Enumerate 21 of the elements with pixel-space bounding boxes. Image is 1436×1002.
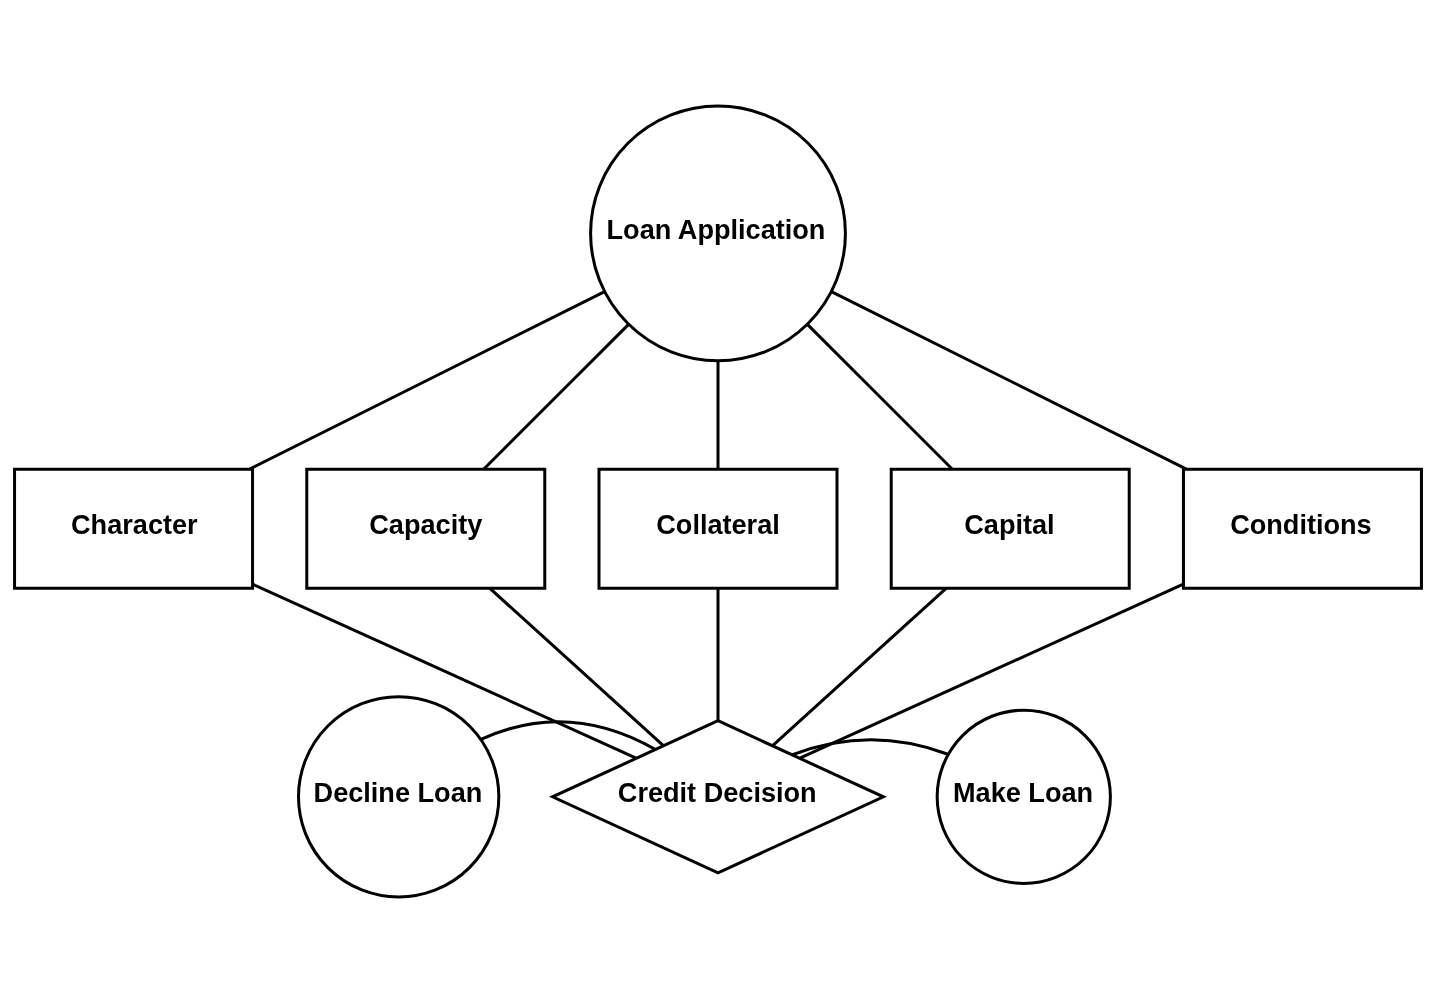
- connector: [716, 360, 720, 469]
- connector: [799, 582, 1184, 759]
- node-box: Collateral: [597, 467, 839, 590]
- node-circle: Loan Application: [589, 103, 847, 362]
- connector: [716, 587, 720, 721]
- node-box: Conditions: [1181, 467, 1423, 590]
- connector: [806, 323, 954, 470]
- node-box: Capital: [889, 467, 1131, 590]
- connector: [252, 582, 637, 759]
- node-diamond: Credit Decision: [549, 718, 887, 875]
- node-circle: Decline Loan: [297, 694, 501, 898]
- connector: [792, 737, 949, 756]
- connector: [480, 719, 656, 751]
- connector: [248, 289, 606, 470]
- node-box: Character: [13, 467, 255, 590]
- connector: [482, 323, 630, 470]
- connector: [771, 586, 948, 747]
- connector: [830, 289, 1188, 470]
- connector: [488, 586, 665, 747]
- node-circle: Make Loan: [935, 708, 1112, 885]
- node-box: Capacity: [305, 467, 547, 590]
